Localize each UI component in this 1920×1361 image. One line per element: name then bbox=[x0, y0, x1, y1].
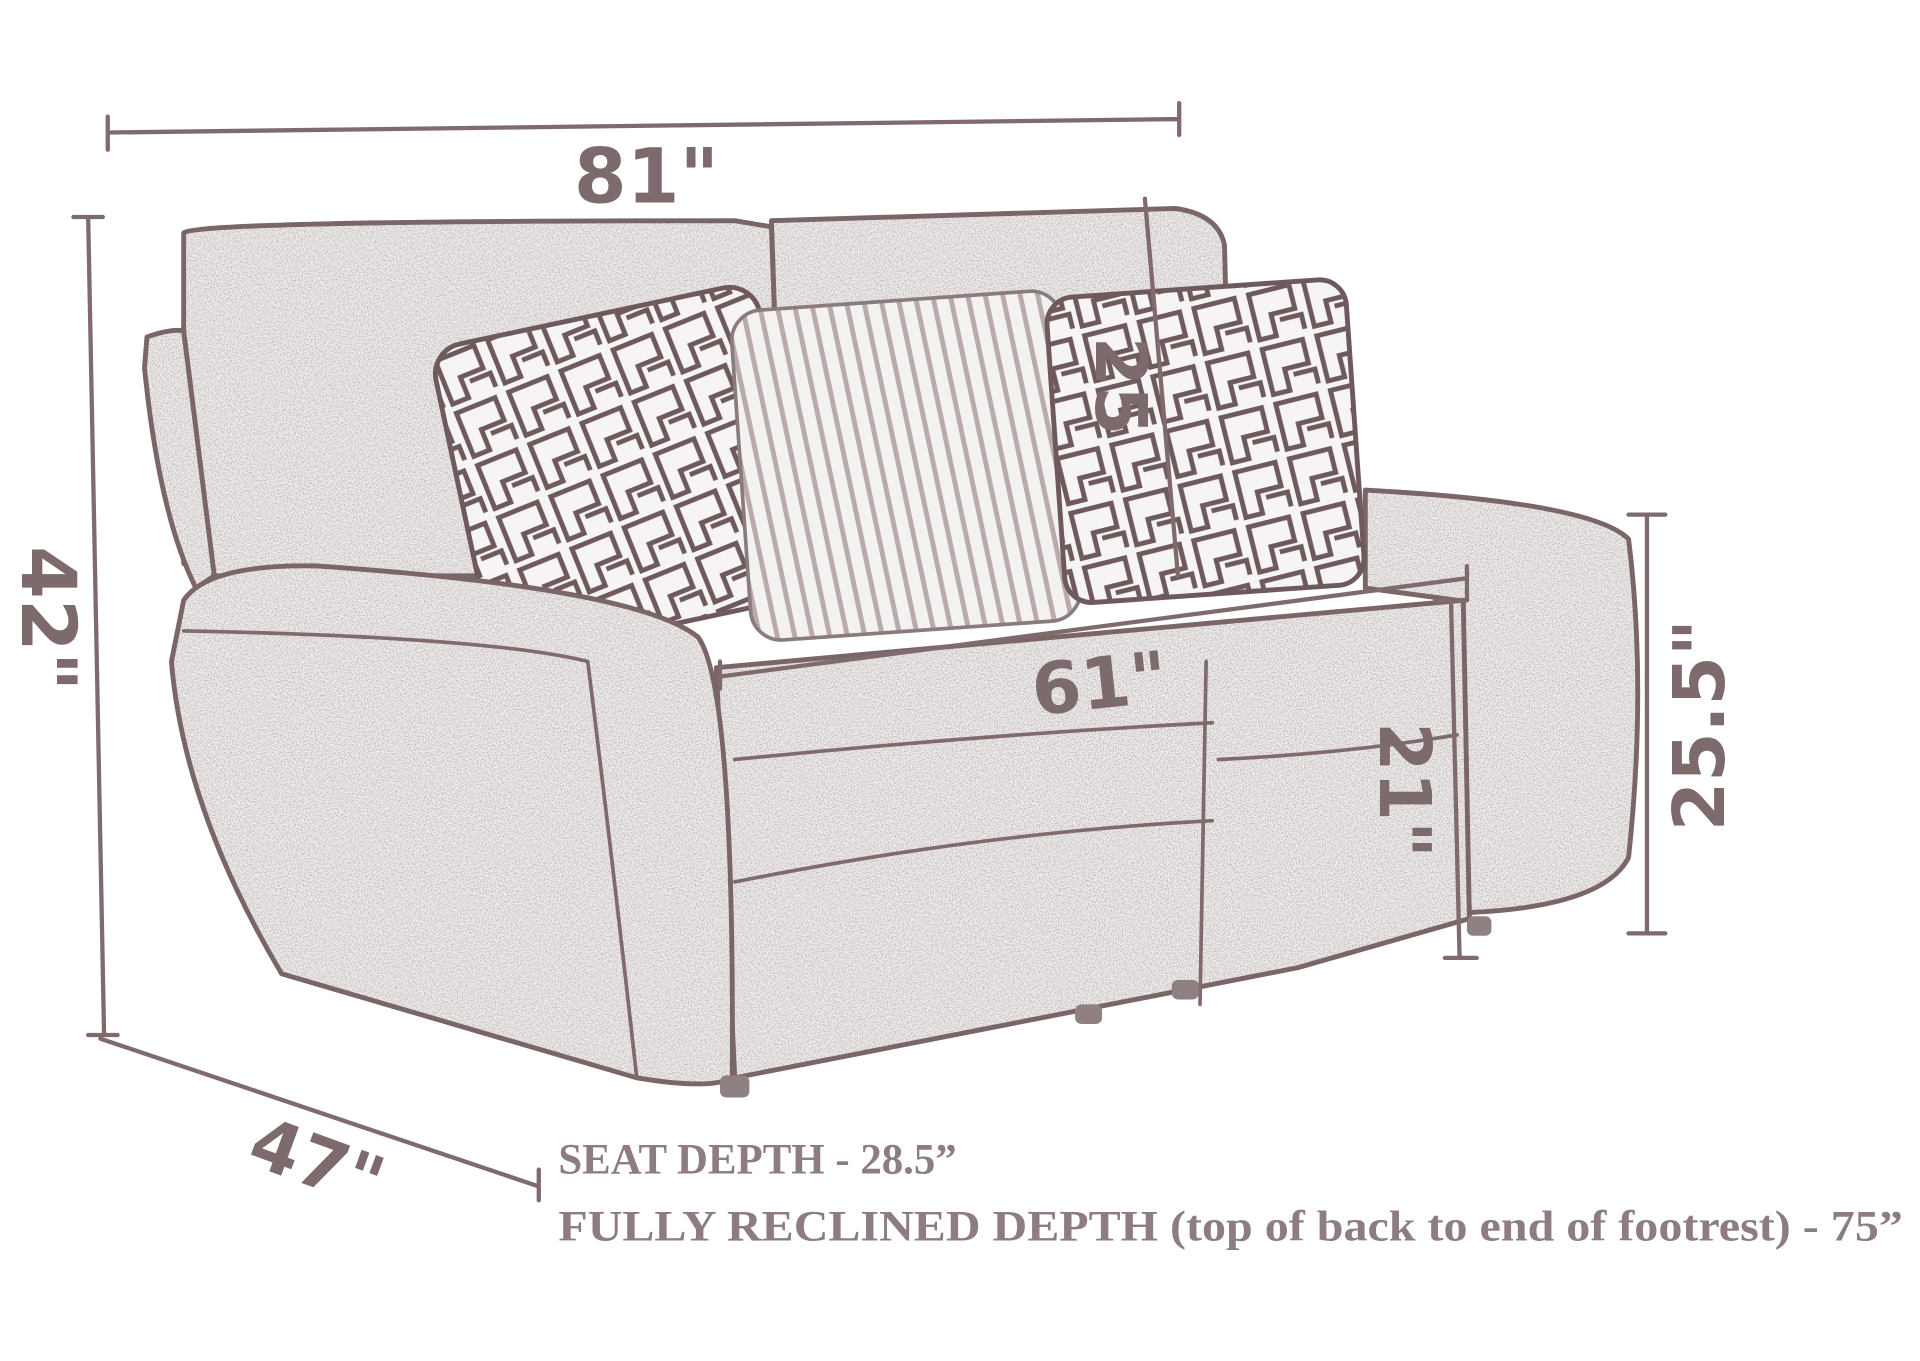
seat-width-line bbox=[717, 563, 1470, 691]
back-height-label: 25 bbox=[1079, 337, 1162, 436]
depth-label: 47" bbox=[239, 1100, 395, 1224]
seat-depth-note: SEAT DEPTH - 28.5” bbox=[558, 1136, 956, 1183]
right-arm bbox=[1362, 487, 1641, 915]
seat-height-line bbox=[1432, 598, 1479, 960]
seat-height-label: 21" bbox=[1363, 722, 1446, 858]
dimension-lines bbox=[71, 101, 1668, 1203]
pillow-center bbox=[729, 289, 1083, 642]
back-height-line bbox=[1142, 196, 1181, 578]
arm-height-label: 25.5" bbox=[1658, 619, 1741, 831]
height-line bbox=[71, 214, 120, 1038]
width-label: 81" bbox=[574, 132, 719, 220]
sofa-feet bbox=[720, 916, 1492, 1098]
sofa-back-side bbox=[142, 327, 217, 591]
height-label: 42" bbox=[4, 546, 92, 691]
pillow-right bbox=[1044, 277, 1367, 605]
seat-width-label: 61" bbox=[1028, 635, 1172, 732]
reclined-depth-note: FULLY RECLINED DEPTH (top of back to end… bbox=[558, 1204, 1902, 1251]
width-line bbox=[105, 101, 1182, 152]
sofa-illustration bbox=[142, 206, 1641, 1098]
arm-height-line bbox=[1626, 512, 1668, 936]
depth-line bbox=[98, 1036, 541, 1203]
